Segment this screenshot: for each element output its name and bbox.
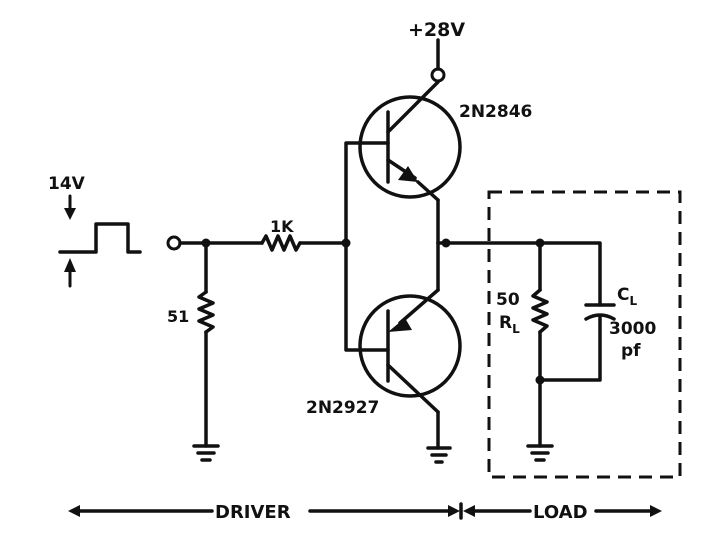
load-box xyxy=(487,190,682,479)
series-resistor-label: 1K xyxy=(270,217,294,236)
input-network: 51 xyxy=(166,235,264,462)
driver-label: DRIVER xyxy=(215,502,291,523)
series-resistor: 1K xyxy=(260,217,348,252)
base-bus xyxy=(341,141,390,352)
load-capacitor: CL 3000 pf xyxy=(538,241,656,382)
pulse-amplitude-label: 14V xyxy=(48,174,86,194)
load-span-arrow: LOAD xyxy=(463,502,662,523)
npn-part-label: 2N2846 xyxy=(459,102,532,122)
supply-terminal: +28V xyxy=(408,19,465,83)
ground-symbol-pnp xyxy=(426,446,452,464)
npn-transistor: 2N2846 xyxy=(358,80,532,245)
pnp-part-label: 2N2927 xyxy=(306,398,379,418)
load-resistor: 50 RL xyxy=(496,238,554,462)
load-cap-unit: pf xyxy=(621,341,641,361)
load-resistor-subscript: L xyxy=(512,322,520,336)
load-label: LOAD xyxy=(533,502,588,523)
load-resistor-letter: R xyxy=(499,313,512,333)
input-resistor-label: 51 xyxy=(167,307,189,326)
load-cap-letter: C xyxy=(617,285,629,305)
supply-label: +28V xyxy=(408,19,465,41)
load-cap-name: CL xyxy=(617,285,637,308)
input-pulse-waveform: 14V xyxy=(48,174,142,288)
load-resistor-value: 50 xyxy=(496,290,520,310)
load-cap-value: 3000 xyxy=(609,319,656,339)
driver-span-arrow: DRIVER xyxy=(68,502,460,523)
load-resistor-name: RL xyxy=(499,313,520,336)
load-cap-subscript: L xyxy=(629,294,637,308)
pnp-transistor: 2N2927 xyxy=(306,241,462,450)
